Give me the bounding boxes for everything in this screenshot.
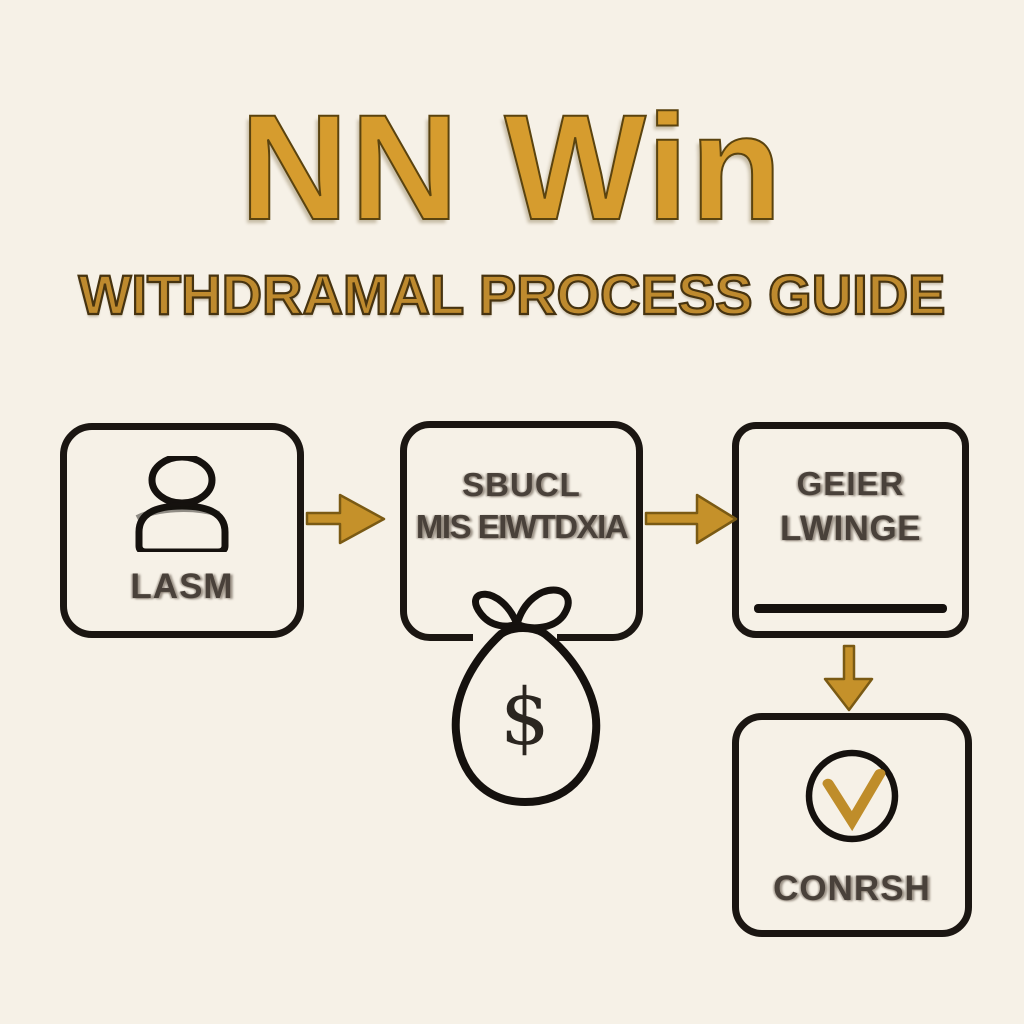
signature-line: [754, 604, 947, 613]
page-subtitle: WITHDRAMAL PROCESS GUIDE: [77, 262, 946, 327]
flow-box-confirm: CONRSH: [732, 713, 972, 937]
flow-box-details: GEIER LWINGE: [732, 422, 969, 638]
step1-label: LASM: [130, 567, 234, 606]
step2-line2: MIS EIWTDXIA: [415, 508, 629, 545]
money-bag-icon: $: [423, 566, 628, 818]
page-title: NN Win: [239, 83, 784, 251]
arrow-right-icon-1: [305, 493, 386, 545]
person-icon: [123, 453, 241, 557]
dollar-sign: $: [500, 673, 550, 763]
check-icon: [800, 748, 904, 855]
arrow-right-icon-2: [644, 493, 738, 545]
flow-box-withdrawal: SBUCL MIS EIWTDXIA: [400, 421, 643, 641]
arrow-down-icon: [823, 644, 874, 712]
step4-label: CONRSH: [773, 869, 931, 908]
step3-line2: LWINGE: [779, 509, 922, 548]
flow-box-account: LASM: [60, 423, 304, 638]
step2-line1: SBUCL: [462, 466, 581, 503]
step3-line1: GEIER: [796, 465, 905, 502]
